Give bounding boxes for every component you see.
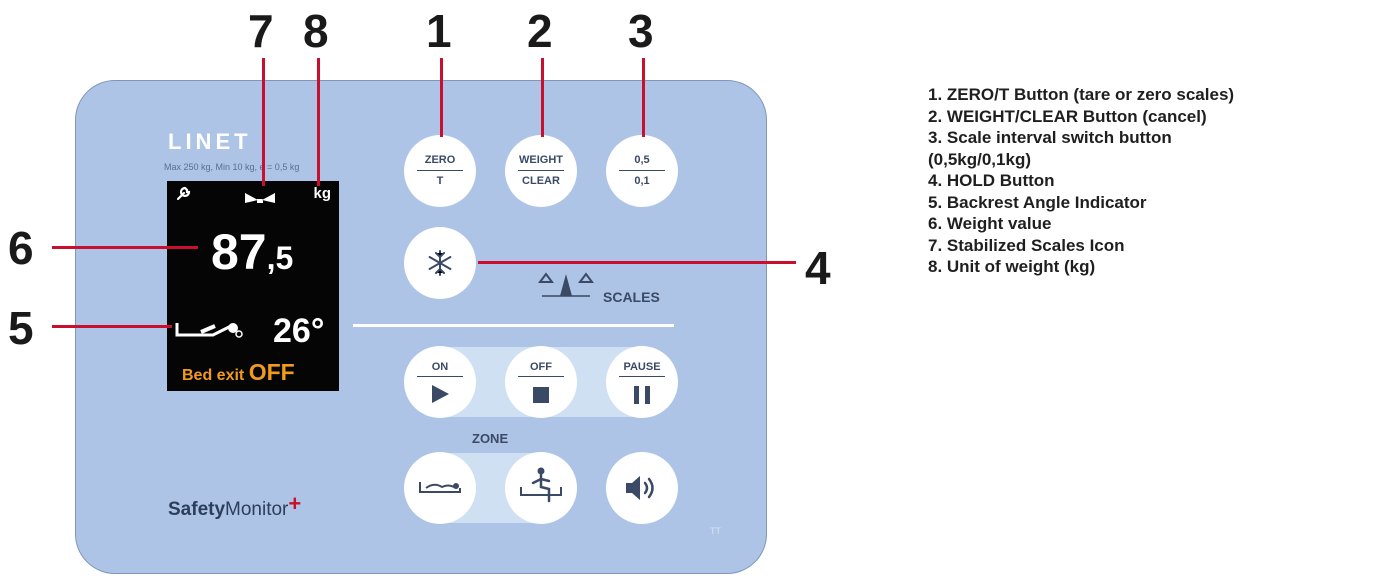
backrest-angle-icon bbox=[175, 315, 243, 344]
button-divider bbox=[619, 170, 665, 171]
legend-item: 5. Backrest Angle Indicator bbox=[928, 192, 1147, 212]
legend-item: 6. Weight value bbox=[928, 214, 1052, 233]
corner-mark: TT bbox=[710, 526, 721, 536]
bed-exit-off-button[interactable]: OFF bbox=[505, 346, 577, 418]
product-name-rest: Monitor bbox=[225, 499, 289, 520]
button-divider bbox=[518, 376, 564, 377]
button-divider bbox=[417, 170, 463, 171]
weight-clear-button[interactable]: WEIGHT CLEAR bbox=[505, 135, 577, 207]
weight-value: 87,5 bbox=[211, 227, 293, 277]
leader-4 bbox=[478, 261, 796, 264]
callout-5: 5 bbox=[8, 302, 34, 354]
scale-spec: Max 250 kg, Min 10 kg, e = 0,5 kg bbox=[164, 162, 300, 172]
callout-7: 7 bbox=[248, 5, 274, 57]
legend: 1. ZERO/T Button (tare or zero scales) 2… bbox=[928, 84, 1388, 278]
zone-lying-button[interactable] bbox=[404, 452, 476, 524]
scale-interval-button[interactable]: 0,5 0,1 bbox=[606, 135, 678, 207]
callout-3: 3 bbox=[628, 5, 654, 57]
volume-button[interactable] bbox=[606, 452, 678, 524]
backrest-angle-value: 26° bbox=[273, 312, 325, 350]
off-label: OFF bbox=[530, 361, 552, 373]
weight-label: WEIGHT bbox=[519, 154, 563, 166]
zone-label: ZONE bbox=[472, 431, 509, 446]
tare-label: T bbox=[436, 175, 444, 187]
weight-decimal: ,5 bbox=[266, 240, 294, 276]
lcd-display: kg 87,5 26° Bed exit OFF bbox=[167, 181, 339, 391]
legend-item: 2. WEIGHT/CLEAR Button (cancel) bbox=[928, 106, 1207, 126]
product-name-bold: Safety bbox=[168, 499, 226, 520]
bed-exit-pause-button[interactable]: PAUSE bbox=[606, 346, 678, 418]
sitting-patient-icon bbox=[519, 467, 563, 512]
callout-8: 8 bbox=[303, 5, 329, 57]
weight-integer: 87 bbox=[211, 224, 267, 280]
speaker-icon bbox=[624, 474, 660, 507]
bed-exit-state: OFF bbox=[248, 359, 295, 385]
callout-6: 6 bbox=[8, 222, 34, 274]
interval-fine-label: 0,1 bbox=[634, 175, 650, 187]
zone-sitting-button[interactable] bbox=[505, 452, 577, 524]
leader-3 bbox=[642, 58, 645, 137]
lying-patient-icon bbox=[418, 478, 462, 503]
stabilized-scales-icon bbox=[245, 190, 275, 208]
zero-label: ZERO bbox=[424, 154, 456, 166]
callout-1: 1 bbox=[426, 5, 452, 57]
leader-7 bbox=[262, 58, 265, 186]
callout-4: 4 bbox=[805, 242, 831, 294]
leader-5 bbox=[52, 325, 172, 328]
legend-item: 7. Stabilized Scales Icon bbox=[928, 235, 1125, 255]
product-name: SafetyMonitor+ bbox=[168, 491, 301, 525]
zero-tare-button[interactable]: ZERO T bbox=[404, 135, 476, 207]
legend-item: 8. Unit of weight (kg) bbox=[928, 257, 1096, 276]
legend-item: 3. Scale interval switch button bbox=[928, 128, 1172, 147]
hold-button[interactable] bbox=[404, 227, 476, 299]
clear-label: CLEAR bbox=[522, 175, 560, 187]
interval-coarse-label: 0,5 bbox=[634, 154, 650, 166]
legend-item: 4. HOLD Button bbox=[928, 171, 1055, 190]
legend-item: (0,5kg/0,1kg) bbox=[928, 149, 1031, 169]
brand-logo: LINET bbox=[168, 129, 252, 154]
legend-item: 1. ZERO/T Button (tare or zero scales) bbox=[928, 85, 1235, 104]
leader-1 bbox=[440, 58, 443, 137]
snowflake-icon bbox=[426, 249, 454, 282]
section-divider bbox=[353, 324, 674, 327]
pause-label: PAUSE bbox=[623, 361, 661, 373]
bed-exit-label: Bed exit bbox=[182, 367, 249, 384]
stop-icon bbox=[533, 387, 549, 408]
bed-exit-status: Bed exit OFF bbox=[182, 361, 295, 384]
button-divider bbox=[518, 170, 564, 171]
bed-exit-on-button[interactable]: ON bbox=[404, 346, 476, 418]
wrench-icon bbox=[175, 186, 191, 207]
leader-6 bbox=[52, 246, 198, 249]
pause-icon bbox=[634, 386, 650, 409]
product-plus: + bbox=[288, 491, 302, 516]
play-icon bbox=[430, 384, 450, 409]
on-label: ON bbox=[431, 361, 449, 373]
leader-8 bbox=[317, 58, 320, 186]
button-divider bbox=[619, 376, 665, 377]
unit-label: kg bbox=[313, 185, 331, 202]
scales-label: SCALES bbox=[603, 289, 660, 305]
button-divider bbox=[417, 376, 463, 377]
leader-2 bbox=[541, 58, 544, 137]
callout-2: 2 bbox=[527, 5, 553, 57]
balance-scale-icon bbox=[538, 272, 594, 303]
